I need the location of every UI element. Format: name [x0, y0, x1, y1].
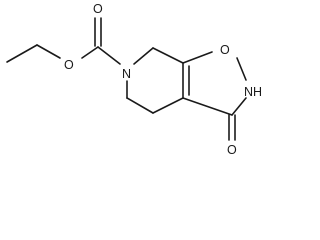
molecule-canvas: O O N O NH O [6, 2, 262, 157]
bond-ch2-c3a [152, 97, 184, 114]
bond-ch2top-c7a [152, 47, 184, 64]
bond-o-carbonyl [81, 46, 99, 59]
atom-o-ether: O [64, 58, 74, 72]
bond-o-n [236, 57, 247, 81]
atom-o-isoxazole: O [220, 43, 230, 57]
atom-o-carbonyl: O [93, 2, 103, 16]
bond-c3-c3a [182, 97, 233, 116]
bond-ch3-ch2 [6, 44, 38, 63]
bond-carbonyl-n [97, 46, 121, 65]
bond-c7a-o [182, 51, 213, 64]
bond-nh-c3 [231, 97, 247, 116]
atom-o-ketone: O [227, 143, 237, 157]
atom-nh-isoxazole: NH [244, 85, 262, 99]
molecule-structure: O O N O NH O [6, 2, 262, 157]
atom-n-ring: N [122, 67, 131, 81]
bond-ch2-o [36, 44, 61, 59]
bond-n-ch2-top [133, 47, 154, 65]
bond-ch2bot-ch2 [126, 97, 154, 114]
